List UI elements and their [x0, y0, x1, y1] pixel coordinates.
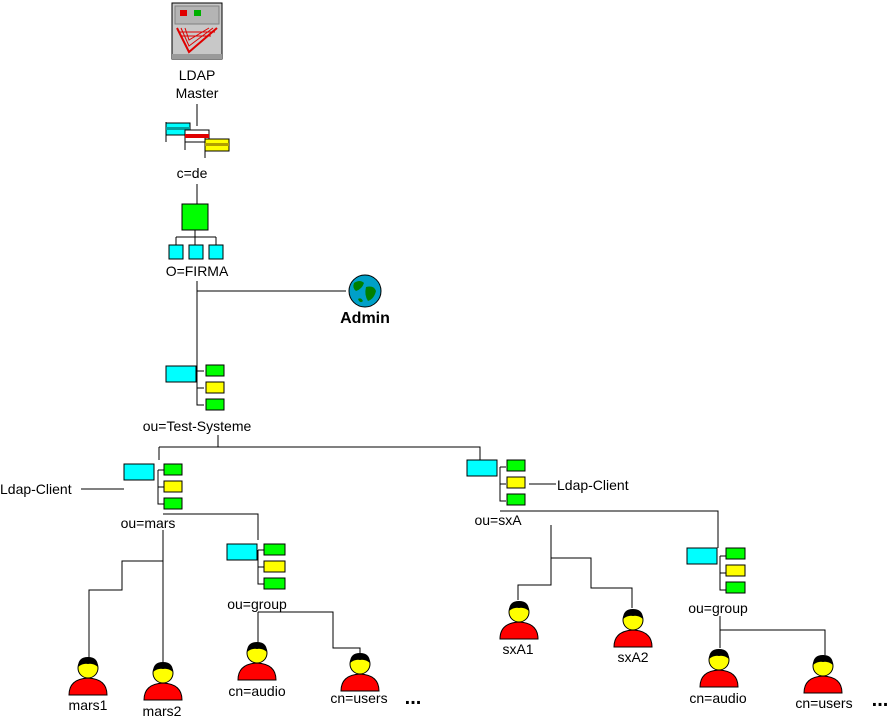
organizational-unit-icon [466, 459, 526, 506]
ou-test-systeme-label: ou=Test-Systeme [142, 418, 252, 434]
mars1-label: mars1 [68, 697, 108, 713]
ldap-master-label-line2: Master [175, 85, 219, 101]
organization-label: O=FIRMA [165, 263, 229, 279]
mars2-label: mars2 [142, 703, 182, 719]
country-label: c=de [176, 165, 208, 181]
ou-group-mars-label: ou=group [227, 596, 287, 612]
country-flags-icon [165, 122, 230, 158]
ou-sxa-label: ou=sxA [474, 512, 522, 528]
admin-label: Admin [340, 310, 390, 327]
sxa2-label: sxA2 [617, 649, 649, 665]
cn-audio-mars-label: cn=audio [228, 683, 286, 699]
more-ellipsis: ... [871, 689, 889, 711]
organizational-unit-icon [226, 543, 286, 590]
organizational-unit-icon [123, 463, 183, 510]
cn-users-mars-label: cn=users [330, 690, 388, 706]
user-icon [613, 609, 653, 648]
more-ellipsis: ... [404, 687, 422, 709]
user-icon [499, 601, 539, 640]
user-icon [143, 662, 183, 701]
globe-icon [348, 274, 382, 308]
cn-users-sxa-label: cn=users [795, 695, 853, 711]
ou-group-sxa-label: ou=group [688, 600, 748, 616]
user-icon [68, 657, 108, 696]
organization-icon [168, 203, 224, 260]
user-icon [699, 649, 739, 688]
ou-mars-label: ou=mars [120, 515, 176, 531]
cn-audio-sxa-label: cn=audio [689, 690, 747, 706]
organizational-unit-icon [686, 547, 746, 594]
organizational-unit-icon [165, 364, 225, 411]
server-icon [171, 2, 223, 60]
ldap-client-left-label: Ldap-Client [0, 481, 72, 497]
user-icon [340, 653, 380, 692]
ldap-master-label: LDAP [178, 67, 216, 83]
ldap-client-right-label: Ldap-Client [557, 477, 629, 493]
sxa1-label: sxA1 [502, 641, 534, 657]
user-icon [237, 642, 277, 681]
user-icon [803, 655, 843, 694]
